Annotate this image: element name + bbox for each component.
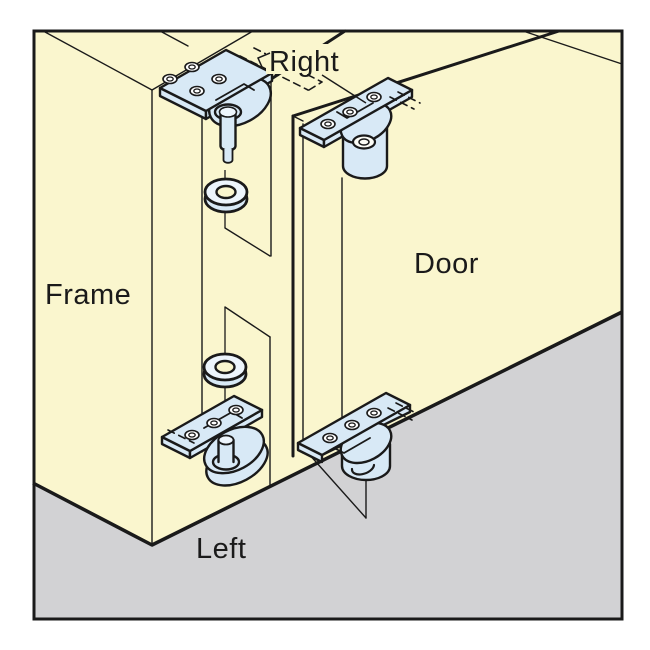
hinge-door-top: [298, 76, 421, 180]
screw-holes: [322, 407, 382, 444]
screw-holes: [162, 61, 227, 97]
diagram-border: [32, 29, 624, 621]
label-door: Door: [414, 248, 479, 280]
label-right: Right: [269, 46, 339, 78]
screw-holes: [320, 91, 382, 130]
section-break-lines: [224, 79, 272, 487]
right-leader-hook: [257, 52, 271, 68]
hinge-door-bottom: [296, 391, 419, 482]
door-panel-edges: [260, 29, 623, 519]
right-leader-line: [321, 74, 367, 104]
label-left: Left: [196, 533, 246, 565]
washer-top: [203, 177, 249, 214]
label-frame: Frame: [45, 279, 131, 311]
screw-holes: [184, 404, 244, 441]
label-right-group: Right: [257, 44, 367, 104]
hinge-frame-bottom: [160, 394, 269, 487]
washer-bottom: [202, 352, 248, 389]
